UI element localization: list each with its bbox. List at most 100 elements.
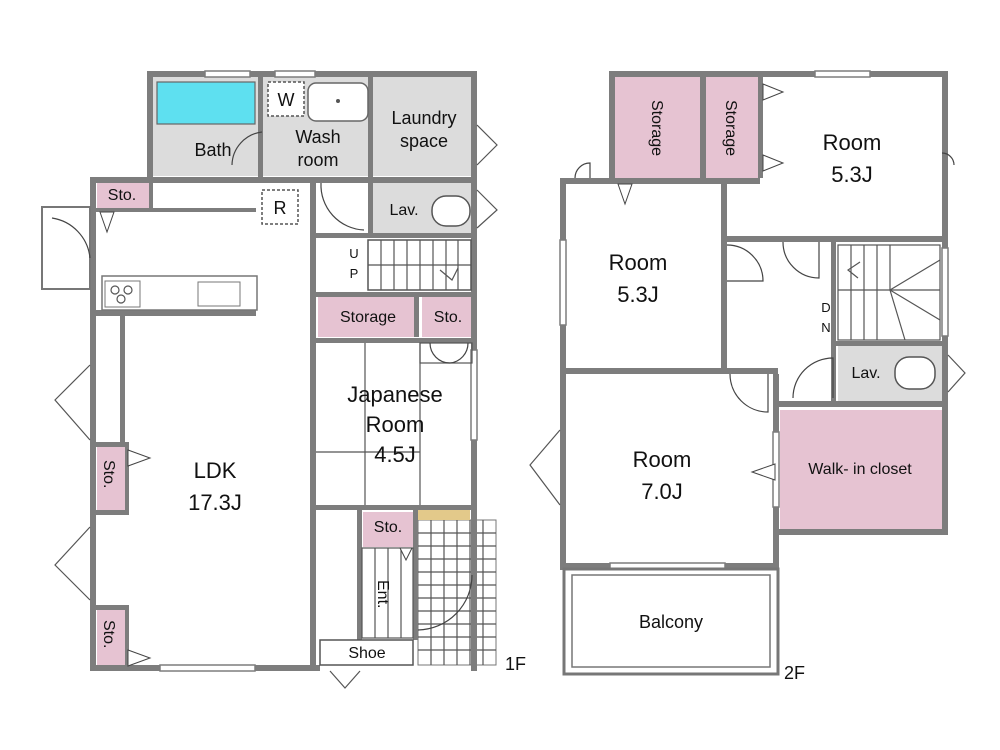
shoe-label: Shoe (348, 645, 385, 662)
window-room-ne (814, 70, 871, 78)
door-swing (941, 152, 955, 166)
entrance-porch-mark (329, 670, 361, 689)
bay-window-laundry (476, 124, 498, 166)
toilet-1f-icon (431, 195, 471, 227)
hall-door-swing (320, 182, 365, 231)
sto-door-icon (127, 649, 152, 667)
fridge-mark: R (274, 198, 287, 218)
burner-icon (123, 285, 133, 295)
floor-label-1f: 1F (505, 654, 526, 674)
japanese-room-size: 4.5J (374, 442, 416, 467)
entrance-label: Ent. (374, 580, 391, 608)
burner-icon (116, 294, 126, 304)
sto-left-middle-area (97, 445, 125, 510)
lav-door-swing (792, 357, 834, 399)
room-sw-door-swing (729, 373, 769, 413)
bay-window-upper (54, 364, 91, 441)
window-stairs-2f (941, 247, 949, 337)
washer-mark: W (278, 90, 295, 110)
laundry-label-line2: space (400, 131, 448, 151)
balcony-label: Balcony (639, 612, 703, 632)
arrow-icon (399, 547, 413, 562)
washer-space (267, 81, 305, 117)
storage-a-area (615, 77, 700, 178)
storage-b-area (706, 77, 758, 178)
storage-a-label: Storage (648, 100, 665, 156)
wash-room-label-line2: room (297, 150, 338, 170)
laundry-label-line1: Laundry (391, 108, 456, 128)
sto-japanese-label: Sto. (434, 309, 462, 326)
sto-left-middle-label: Sto. (100, 460, 117, 488)
room-door-swing (782, 241, 820, 279)
entrance-hall-floor (361, 547, 414, 639)
room-ne-door-swing (726, 244, 764, 282)
back-door-frame (41, 206, 91, 290)
second-floor-plan: D N Storage Storage Room 5.3J Room 5.3J … (529, 70, 966, 683)
lav-1f-label: Lav. (389, 202, 418, 219)
laundry-space-area (373, 76, 473, 176)
sto-left-bottom-label: Sto. (100, 620, 117, 648)
window-bath (204, 70, 251, 78)
room-sw-label: Room (633, 447, 692, 472)
window-wash (274, 70, 316, 78)
bathtub (156, 81, 256, 125)
stairs-dn-label-d: D (821, 300, 830, 315)
bay-window-lav-2f (947, 354, 966, 393)
stairs-2f (837, 244, 941, 341)
room-w-size: 5.3J (617, 282, 659, 307)
back-door-swing (51, 217, 91, 259)
room-ne-size: 5.3J (831, 162, 873, 187)
japanese-room-label-line1: Japanese (347, 382, 442, 407)
fridge-space (261, 189, 299, 225)
arrow-icon (617, 183, 633, 206)
balcony-inner (571, 574, 771, 668)
ldk-size: 17.3J (188, 490, 242, 515)
sto-door-icon (762, 83, 785, 101)
entrance-tile-grid (418, 520, 496, 665)
room-w-label: Room (609, 250, 668, 275)
storage-b-label: Storage (722, 100, 739, 156)
wash-room-label-line1: Wash (295, 127, 340, 147)
bay-window-room-sw (529, 429, 561, 506)
sto-left-bottom-area (97, 608, 125, 668)
window-room-w (559, 239, 567, 326)
sto-japanese-area (422, 297, 474, 337)
storage-1f-label: Storage (340, 309, 396, 326)
ldk-label: LDK (194, 458, 237, 483)
sto-door-icon (762, 154, 785, 172)
stairs-up-label-p: P (350, 266, 359, 281)
floor-label-2f: 2F (784, 663, 805, 683)
burner-icon (110, 285, 120, 295)
bath-door-swing (231, 131, 263, 166)
japanese-room-label-line2: Room (366, 412, 425, 437)
room-ne-label: Room (823, 130, 882, 155)
bath-label: Bath (194, 140, 231, 160)
walkin-door-icon (750, 463, 776, 481)
stairs-dn-label-n: N (821, 320, 830, 335)
storage-1f-area (318, 297, 418, 337)
sto-kitchen-label: Sto. (108, 187, 136, 204)
sto-kitchen-area (97, 183, 149, 208)
door-swing (574, 162, 591, 179)
walkin-closet-area (780, 410, 943, 530)
lav-2f-label: Lav. (851, 365, 880, 382)
toilet-2f-icon (894, 356, 936, 390)
sto-entrance-area (363, 512, 413, 547)
room-sw-size: 7.0J (641, 479, 683, 504)
stairs-1f (367, 239, 472, 291)
sto-door-icon (127, 449, 152, 467)
shoe-cabinet (319, 639, 414, 666)
sto-entrance-label: Sto. (374, 519, 402, 536)
window-ldk-bottom (159, 664, 256, 672)
bay-window-lower (54, 526, 91, 601)
first-floor-plan: W R U P (41, 70, 526, 689)
stairs-up-label-u: U (349, 246, 358, 261)
entrance-door-swing (417, 574, 473, 631)
walkin-closet-label: Walk- in closet (808, 461, 912, 478)
bay-window-lav-1f (476, 189, 498, 229)
kitchen-sink (197, 281, 241, 307)
window-japanese-room (470, 349, 478, 441)
closet-door-swing (429, 342, 469, 364)
sto-door-icon (99, 211, 115, 234)
